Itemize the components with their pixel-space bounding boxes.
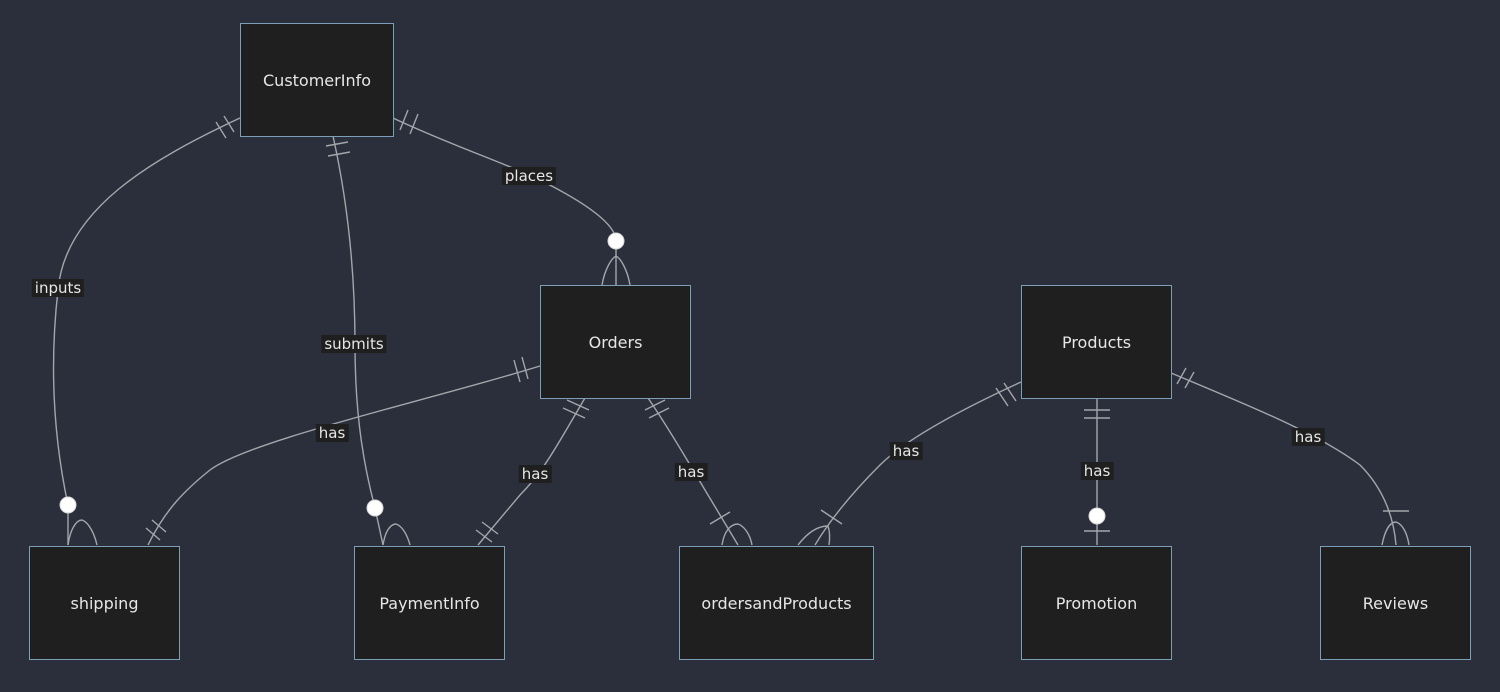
rel-label-products-ordersandproducts: has (889, 442, 923, 460)
card-products-reviews-near-reviews (1381, 510, 1410, 546)
card-customerinfo-submits (325, 141, 351, 157)
edge-orders-paymentinfo (477, 397, 586, 546)
card-orders-places (601, 232, 631, 286)
card-products-promotion-near-products (1084, 409, 1110, 419)
card-products-oap-near-products (995, 382, 1017, 407)
edge-products-ordersandproducts (814, 381, 1022, 546)
entity-orders[interactable]: Orders (540, 285, 691, 399)
edge-customerinfo-shipping (52, 117, 241, 545)
rel-label-orders-shipping: has (315, 424, 349, 442)
edge-products-reviews (1170, 372, 1397, 546)
card-products-promotion-near-promotion (1084, 507, 1110, 532)
rel-label-products-reviews: has (1291, 428, 1325, 446)
rel-label-inputs: inputs (31, 279, 85, 297)
card-orders-oap-near-oap (709, 511, 753, 546)
entity-label: Reviews (1362, 593, 1429, 613)
card-shipping-inputs (59, 496, 98, 546)
edge-customerinfo-orders (392, 117, 617, 285)
entity-reviews[interactable]: Reviews (1320, 546, 1471, 660)
card-products-reviews-near-products (1176, 367, 1195, 389)
rel-label-orders-ordersandproducts: has (674, 463, 708, 481)
rel-label-orders-paymentinfo: has (518, 465, 552, 483)
entity-paymentinfo[interactable]: PaymentInfo (354, 546, 505, 660)
card-orders-paymentinfo-near-orders (562, 399, 590, 419)
rel-label-places: places (501, 167, 557, 185)
entity-label: PaymentInfo (379, 593, 480, 613)
entity-promotion[interactable]: Promotion (1021, 546, 1172, 660)
card-orders-oap-near-orders (644, 399, 670, 419)
card-orders-shipping-near-orders (513, 356, 529, 383)
entity-label: CustomerInfo (263, 70, 371, 90)
entity-label: Orders (588, 332, 643, 352)
card-orders-paymentinfo-near-payment (475, 521, 499, 543)
entity-label: ordersandProducts (701, 593, 852, 613)
entity-products[interactable]: Products (1021, 285, 1172, 399)
entity-label: Products (1061, 332, 1132, 352)
entity-customerinfo[interactable]: CustomerInfo (240, 23, 394, 137)
edge-orders-shipping (147, 365, 541, 546)
entity-ordersandproducts[interactable]: ordersandProducts (679, 546, 874, 660)
rel-label-submits: submits (321, 335, 387, 353)
card-customerinfo-places (399, 109, 419, 135)
entity-label: Promotion (1055, 593, 1138, 613)
edge-orders-ordersandproducts (647, 397, 739, 546)
entity-label: shipping (70, 593, 139, 613)
rel-label-products-promotion: has (1080, 462, 1114, 480)
entity-shipping[interactable]: shipping (29, 546, 180, 660)
card-orders-shipping-near-shipping (145, 519, 167, 541)
card-paymentinfo-submits (366, 499, 411, 546)
card-customerinfo-inputs (215, 115, 235, 139)
card-products-oap-near-oap (797, 509, 843, 546)
